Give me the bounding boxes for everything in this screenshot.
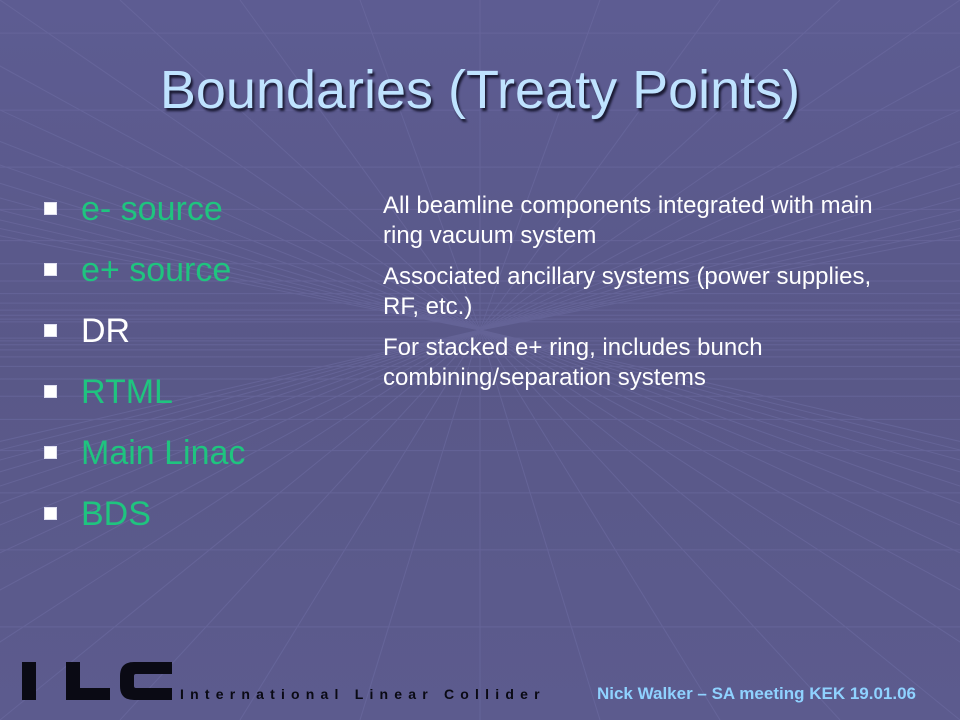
bullet-label: Main Linac — [81, 433, 246, 472]
note-text: For stacked e+ ring, includes bunch comb… — [383, 334, 763, 391]
bullet-label: e+ source — [81, 250, 232, 289]
square-bullet-icon — [44, 263, 57, 276]
square-bullet-icon — [44, 446, 57, 459]
square-bullet-icon — [44, 507, 57, 520]
list-item: e+ source — [44, 239, 245, 300]
note-text: Associated ancillary systems (power supp… — [383, 263, 872, 320]
logo-tagline: International Linear Collider — [180, 686, 546, 702]
square-bullet-icon — [44, 385, 57, 398]
bullet-label: RTML — [81, 372, 173, 411]
ilc-logo: International Linear Collider — [22, 662, 546, 702]
list-item: BDS — [44, 483, 245, 544]
note-text: All beamline components integrated with … — [383, 192, 873, 249]
dr-notes: All beamline components integrated with … — [383, 191, 883, 404]
list-item: RTML — [44, 361, 245, 422]
list-item: Main Linac — [44, 422, 245, 483]
bullet-label: e- source — [81, 189, 223, 228]
square-bullet-icon — [44, 202, 57, 215]
treaty-points-list: e- source e+ source DR RTML Main Linac B… — [44, 178, 245, 544]
bullet-label: BDS — [81, 494, 151, 533]
bullet-label: DR — [81, 311, 131, 350]
list-item: e- source — [44, 178, 245, 239]
list-item: DR — [44, 300, 245, 361]
square-bullet-icon — [44, 324, 57, 337]
footer-credit: Nick Walker – SA meeting KEK 19.01.06 — [596, 684, 916, 703]
slide-title: Boundaries (Treaty Points) — [159, 60, 801, 120]
